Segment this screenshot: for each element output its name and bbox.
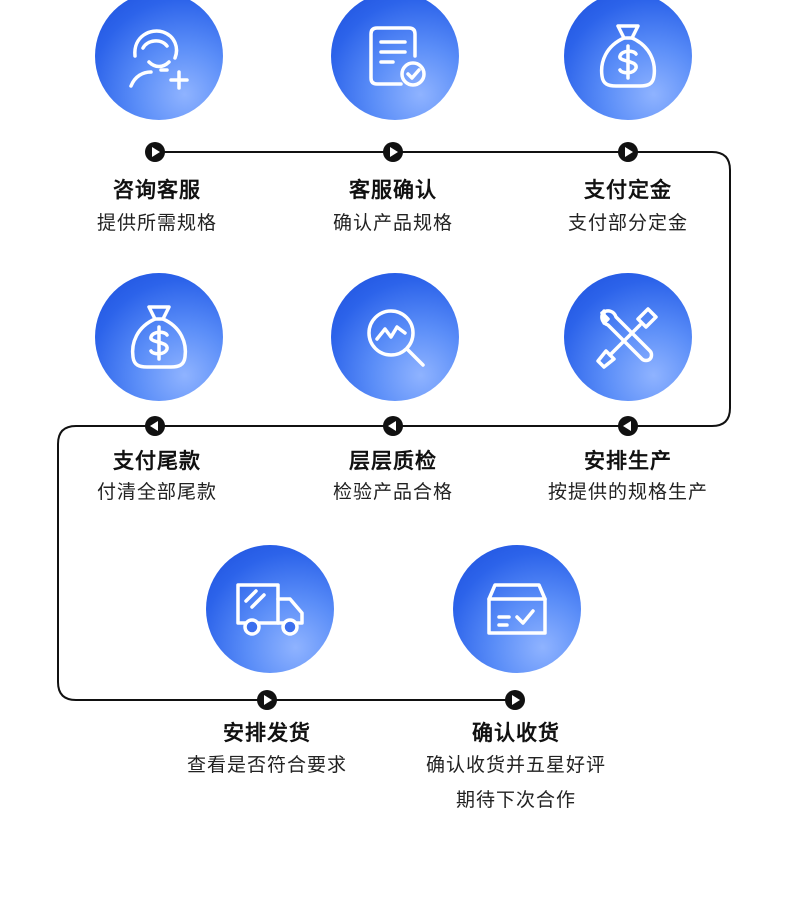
step-1-desc: 提供所需规格: [96, 212, 217, 234]
truck-icon: [236, 583, 304, 636]
arrow-marker-right: [257, 690, 277, 710]
step-8-icon-circle: [453, 545, 581, 673]
step-4-desc: 付清全部尾款: [96, 481, 217, 503]
step-7-desc: 查看是否符合要求: [186, 754, 347, 776]
magnifier-chart-icon: [367, 309, 425, 367]
step-3-title: 支付定金: [584, 178, 672, 202]
arrow-marker-left: [145, 416, 165, 436]
step-7-icon-circle: [206, 545, 334, 673]
arrow-marker-left: [618, 416, 638, 436]
document-check-icon: [369, 26, 426, 87]
step-4-icon-circle: [95, 273, 223, 401]
step-2-title: 客服确认: [349, 178, 437, 202]
step-2-desc: 确认产品规格: [332, 212, 453, 234]
money-bag-icon: [130, 305, 188, 369]
money-bag-icon: [599, 24, 657, 88]
arrow-marker-right: [505, 690, 525, 710]
step-3-icon-circle: [564, 0, 692, 120]
step-6-desc: 按提供的规格生产: [547, 481, 708, 503]
arrow-marker-right: [618, 142, 638, 162]
step-2-icon-circle: [331, 0, 459, 120]
step-4-title: 支付尾款: [113, 449, 201, 473]
step-1-title: 咨询客服: [113, 178, 201, 202]
step-7-title: 安排发货: [223, 721, 311, 745]
step-8-desc: 确认收货并五星好评: [425, 754, 606, 776]
customer-service-icon: [129, 29, 189, 90]
step-5-desc: 检验产品合格: [332, 481, 453, 503]
step-8-title: 确认收货: [472, 721, 560, 745]
step-3-desc: 支付部分定金: [567, 212, 688, 234]
step-6-icon-circle: [564, 273, 692, 401]
step-5-title: 层层质检: [349, 449, 437, 473]
step-1-icon-circle: [95, 0, 223, 120]
arrow-marker-right: [383, 142, 403, 162]
arrow-marker-left: [383, 416, 403, 436]
box-check-icon: [487, 583, 547, 635]
step-6-title: 安排生产: [584, 449, 672, 473]
step-5-icon-circle: [331, 273, 459, 401]
tools-icon: [596, 307, 658, 369]
step-8-desc-2: 期待下次合作: [455, 789, 576, 811]
arrow-marker-right: [145, 142, 165, 162]
